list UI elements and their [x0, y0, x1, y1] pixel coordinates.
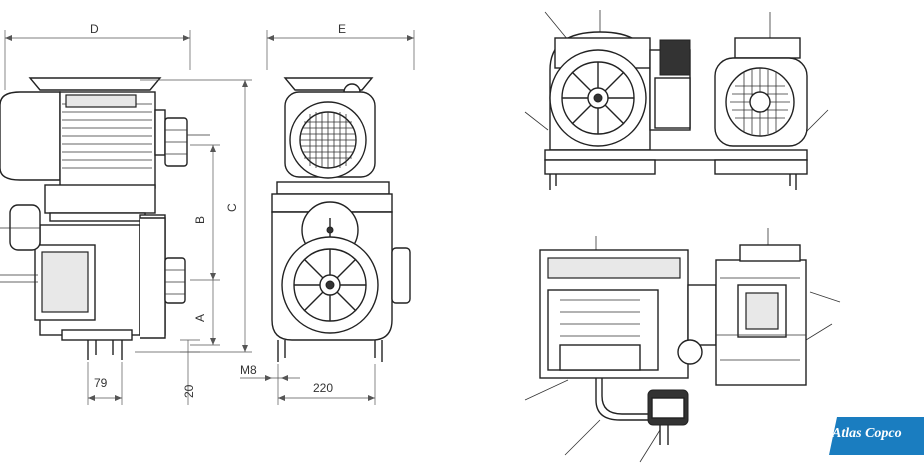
dimension-20-label: 20: [182, 384, 196, 398]
dimension-e-label: E: [338, 22, 346, 36]
dimension-b: B: [190, 144, 220, 281]
front-view: E: [240, 22, 415, 405]
dimension-a-label: A: [193, 314, 207, 322]
side-view: D: [0, 22, 252, 405]
dimension-c-label: C: [225, 203, 239, 212]
plan-view: [524, 228, 841, 463]
dimension-79: 79: [87, 362, 123, 405]
dimension-220-label: 220: [313, 381, 333, 395]
dimension-d: D: [4, 22, 191, 90]
brand-name: Atlas Copco: [832, 426, 902, 441]
dimension-a: A: [190, 280, 220, 346]
logo-background: [829, 417, 924, 455]
dimension-b-label: B: [193, 216, 207, 224]
rear-elevation-view: [524, 10, 829, 190]
dimension-d-label: D: [90, 22, 99, 36]
dimension-79-label: 79: [94, 376, 108, 390]
dimension-20: 20: [180, 339, 200, 405]
dimension-220: 220: [277, 364, 376, 405]
dimension-e: E: [266, 22, 415, 70]
dimension-m8-label: M8: [240, 363, 257, 377]
dimension-m8: M8: [240, 363, 300, 381]
atlas-copco-logo: [829, 417, 924, 455]
